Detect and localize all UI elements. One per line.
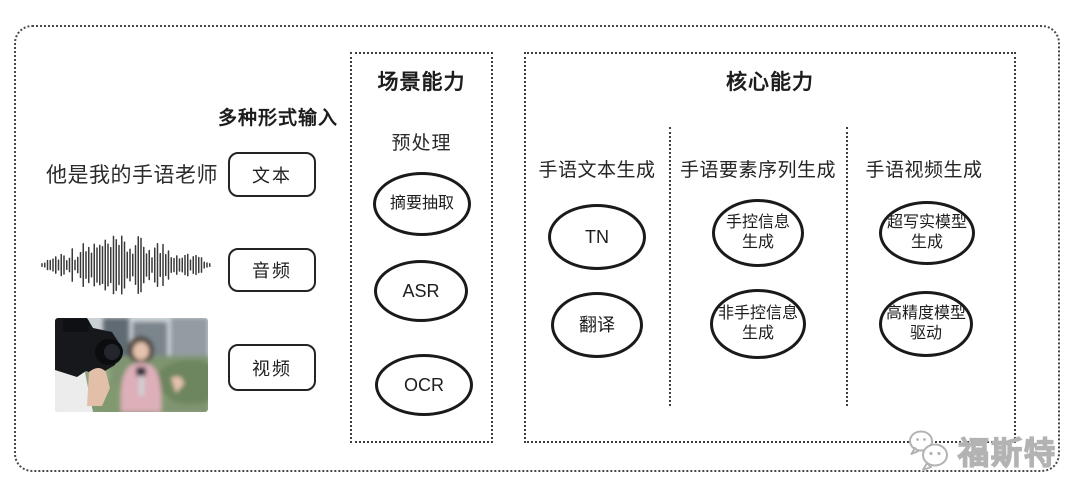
input-box-video: 视频 [228,344,316,391]
wechat-icon [909,430,948,471]
diagram-outer-border [14,25,1060,472]
watermark: 福斯特 [906,426,1057,474]
node-non-manual-info-generation: 非手控信息 生成 [710,289,806,359]
core-column-divider-1 [669,127,671,406]
node-high-precision-model-driving: 高精度模型 驱动 [879,291,973,357]
scene-panel-title: 场景能力 [377,71,466,94]
column-header-sign-element-sequence-generation: 手语要素序列生成 [679,160,837,181]
node-translation: 翻译 [551,292,643,358]
core-capability-panel: 核心能力 [524,52,1016,443]
video-input-photo [55,318,208,412]
column-header-sign-video-generation: 手语视频生成 [865,160,983,181]
column-header-sign-text-generation: 手语文本生成 [538,160,656,181]
core-panel-title: 核心能力 [726,71,814,94]
node-summary-extraction: 摘要抽取 [373,172,471,236]
core-column-divider-2 [846,127,848,406]
input-section-label: 多种形式输入 [218,108,339,129]
node-asr: ASR [374,260,468,322]
preprocess-label: 预处理 [391,133,452,154]
input-box-audio-label: 音频 [252,261,292,281]
node-manual-info-generation: 手控信息 生成 [712,199,804,267]
input-box-video-label: 视频 [252,358,292,379]
sample-sentence-text: 他是我的手语老师 [46,164,218,187]
photo-cameraman-hand [87,368,110,406]
input-box-text-label: 文本 [252,165,292,186]
node-tn: TN [548,204,646,270]
input-box-audio: 音频 [228,248,316,292]
watermark-text: 福斯特 [957,435,1057,471]
input-box-text: 文本 [228,152,316,197]
node-hyperrealistic-model-generation: 超写实模型 生成 [879,201,975,265]
scene-capability-panel: 场景能力 [350,52,493,443]
audio-waveform-icon [41,235,211,295]
node-ocr: OCR [375,354,473,416]
